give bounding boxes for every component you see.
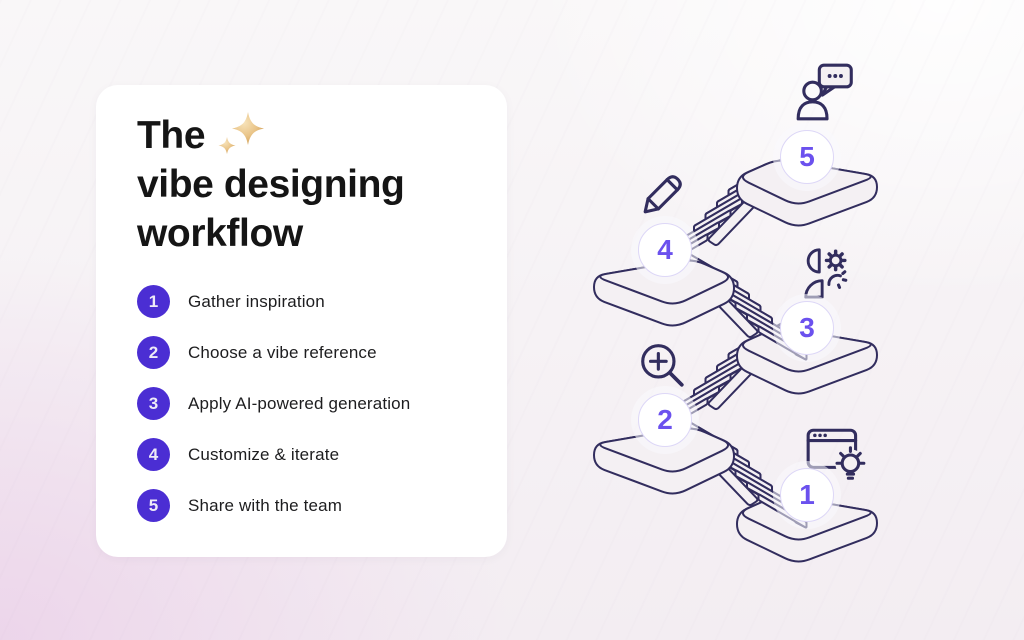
user-chat-icon <box>793 59 859 125</box>
stair-badge-number: 2 <box>657 404 673 435</box>
workflow-card: The vibe designing workflow 1 Gather ins… <box>96 85 507 557</box>
step-label: Choose a vibe reference <box>188 342 377 362</box>
user-gear-icon <box>799 245 853 299</box>
pencil-icon <box>633 166 691 224</box>
stair-badge-number: 4 <box>657 234 673 265</box>
stair-badge-number: 5 <box>799 141 815 172</box>
step-number-badge: 2 <box>137 336 170 369</box>
list-item: 3 Apply AI-powered generation <box>137 378 410 429</box>
step-label: Apply AI-powered generation <box>188 393 411 413</box>
step-number-badge: 1 <box>137 285 170 318</box>
list-item: 4 Customize & iterate <box>137 429 410 480</box>
stair-badge-2: 2 <box>638 393 692 447</box>
list-item: 2 Choose a vibe reference <box>137 327 410 378</box>
workflow-steps: 1 Gather inspiration 2 Choose a vibe ref… <box>137 276 410 531</box>
step-label: Gather inspiration <box>188 291 325 311</box>
stair-badge-5: 5 <box>780 130 834 184</box>
title-line-1: The <box>137 114 206 157</box>
page-title: The vibe designing workflow <box>137 111 405 258</box>
stair-badge-1: 1 <box>780 468 834 522</box>
browser-idea-icon <box>803 422 869 488</box>
zoom-in-icon <box>637 340 687 390</box>
stair-badge-number: 1 <box>799 479 815 510</box>
step-label: Customize & iterate <box>188 444 340 464</box>
stair-badge-number: 3 <box>799 312 815 343</box>
step-number-badge: 4 <box>137 438 170 471</box>
sparkles-icon <box>218 111 265 154</box>
step-number-badge: 3 <box>137 387 170 420</box>
stair-badge-4: 4 <box>638 223 692 277</box>
step-label: Share with the team <box>188 495 343 515</box>
title-line-2: vibe designing <box>137 163 405 206</box>
stair-badge-3: 3 <box>780 301 834 355</box>
list-item: 1 Gather inspiration <box>137 276 410 327</box>
list-item: 5 Share with the team <box>137 480 410 531</box>
title-line-3: workflow <box>137 212 303 255</box>
step-number-badge: 5 <box>137 489 170 522</box>
